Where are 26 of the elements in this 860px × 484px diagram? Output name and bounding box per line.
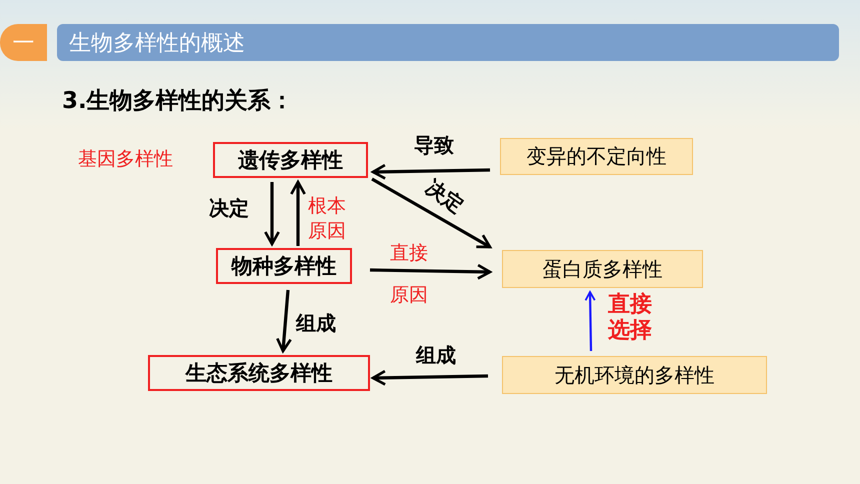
section-heading: 3.生物多样性的关系： [62,87,294,116]
arrow [372,164,490,180]
factor-box: 无机环境的多样性 [502,356,767,394]
process-box: 遗传多样性 [213,142,368,178]
arrow [264,182,280,246]
arrow [276,290,292,352]
edge-label: 直接原因 [390,241,429,308]
edge-label: 根本原因 [308,194,347,244]
process-box: 生态系统多样性 [148,355,370,391]
edge-label: 决定 [209,196,250,220]
arrow [290,180,306,246]
factor-box: 蛋白质多样性 [502,250,703,288]
arrow [370,264,492,280]
arrow [372,370,488,386]
edge-label: 组成 [296,311,337,335]
edge-label: 直接选择 [608,292,653,344]
arrow [371,178,492,248]
side-label: 基因多样性 [78,147,173,171]
factor-box: 变异的不定向性 [500,138,693,175]
arrow [584,291,596,352]
process-box: 物种多样性 [216,248,352,284]
edge-label: 决定 [422,174,470,220]
section-number-tab: 一 [0,24,47,61]
edge-label: 导致 [414,133,455,157]
title-bar: 生物多样性的概述 [57,24,839,61]
edge-label: 组成 [416,343,457,367]
